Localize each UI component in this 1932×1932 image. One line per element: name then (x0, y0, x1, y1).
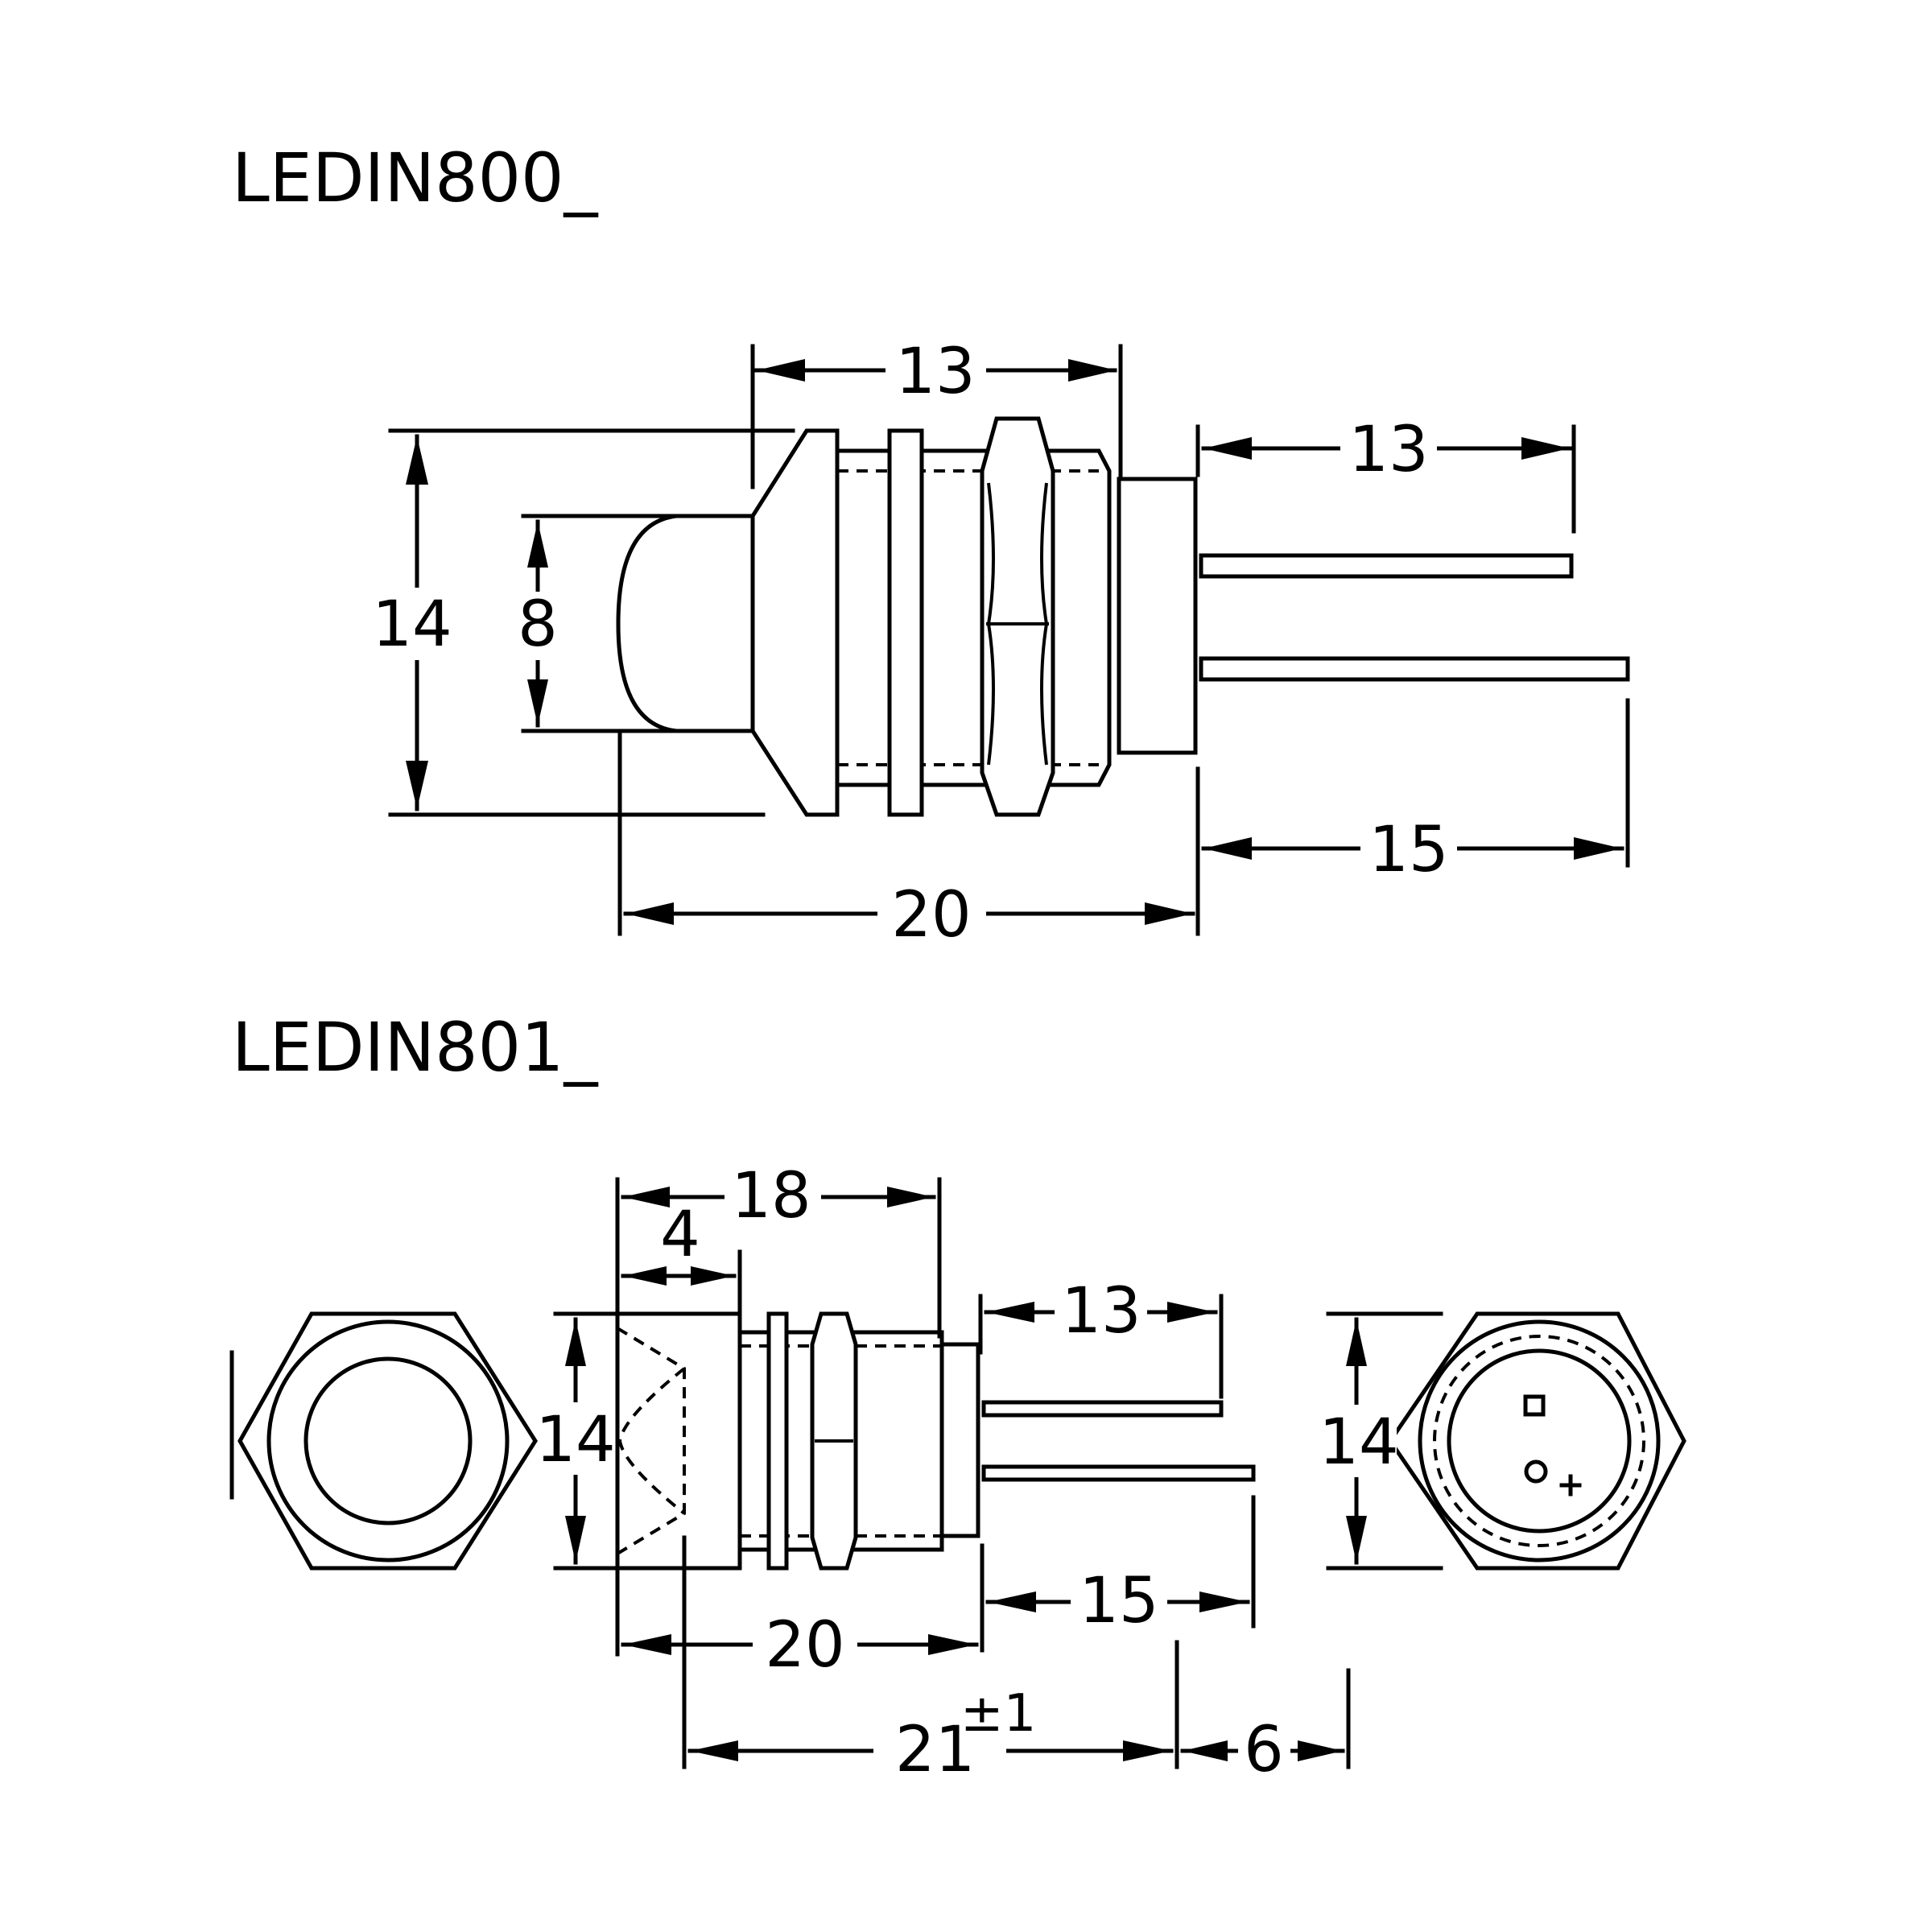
rear-housing (1117, 477, 1198, 755)
dim-801-height-14: 14 (535, 1404, 615, 1476)
dim-800-lens-8: 8 (518, 588, 558, 661)
rear-ring-dashed (1433, 1335, 1645, 1547)
dim-801-end-6: 6 (1244, 1714, 1284, 1786)
dim-801-height-right-14: 14 (1319, 1406, 1398, 1479)
plus-icon (1559, 1474, 1582, 1496)
front-ring (266, 1319, 510, 1563)
dim-800-pin-15: 15 (1368, 814, 1448, 886)
rear-ring-outer (1418, 1319, 1661, 1563)
washer-801 (766, 1311, 789, 1571)
nut-face-left (986, 482, 995, 766)
dim-800-overall-20: 20 (891, 879, 971, 952)
pin-square-icon (1523, 1394, 1546, 1417)
dim-801-overall-20: 20 (765, 1609, 844, 1682)
washer (887, 428, 924, 817)
led-800-side-view (616, 416, 1630, 817)
led-801-dimensions: 18 4 13 14 14 (535, 1159, 1443, 1786)
dim-800-pin-13: 13 (1348, 414, 1428, 486)
lens-hidden-curve (617, 1367, 686, 1515)
bezel (750, 428, 840, 817)
pin-short-801 (981, 1400, 1224, 1418)
dim-801-head-4: 4 (660, 1199, 700, 1271)
led-800-dimensions: 13 13 14 8 15 (370, 334, 1630, 952)
lens-dome (616, 514, 755, 733)
pin-round-icon (1524, 1459, 1548, 1484)
rear-ring-inner (1447, 1348, 1632, 1534)
title-ledin801: LEDIN801_ (232, 1008, 598, 1087)
hex-nut (980, 416, 1055, 817)
rear-housing-801 (939, 1342, 980, 1538)
dim-800-height-14: 14 (372, 588, 452, 661)
front-lens (303, 1356, 473, 1525)
lens-hidden-outline (616, 1327, 686, 1555)
dim-800-body-13: 13 (895, 336, 975, 408)
title-ledin800: LEDIN800_ (232, 138, 598, 217)
thread-sleeve (835, 448, 1112, 787)
dim-801-body-18: 18 (731, 1160, 811, 1232)
pin-long-801 (981, 1464, 1256, 1482)
nut-face-right (1040, 482, 1049, 766)
led-801-rear-view (1387, 1311, 1686, 1571)
square-head (615, 1311, 742, 1571)
dim-801-pin-13: 13 (1061, 1275, 1141, 1348)
dim-801-length-21: 21 (895, 1714, 975, 1786)
dim-801-pin-15: 15 (1079, 1565, 1158, 1637)
led-801-side-view (615, 1311, 1256, 1571)
dim-801-tolerance: ±1 (960, 1684, 1036, 1744)
led-801-front-view (229, 1311, 538, 1571)
pin-long (1199, 656, 1630, 682)
pin-short (1199, 553, 1574, 579)
front-hex (237, 1311, 538, 1571)
